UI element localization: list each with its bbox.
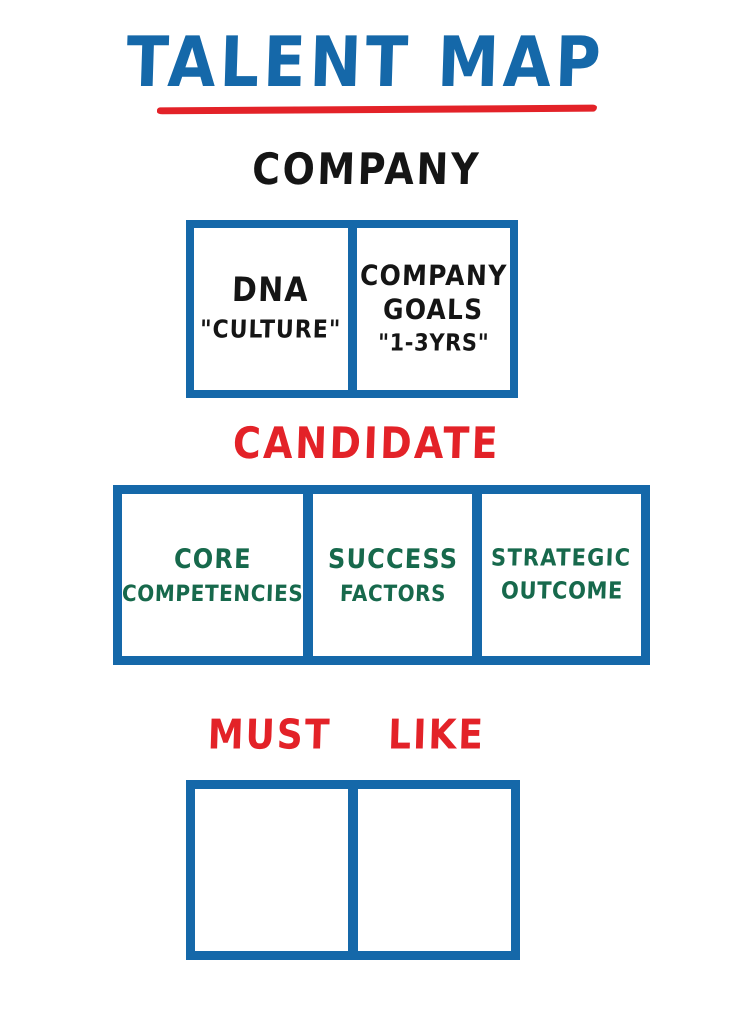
like-cell[interactable] xyxy=(358,789,511,951)
company-cell-dna[interactable]: DNA "CULTURE" xyxy=(194,228,348,390)
candidate-cell-success-factors[interactable]: SUCCESS FACTORS xyxy=(313,494,473,656)
candidate-cell-core-competencies-line1: CORE xyxy=(173,543,253,575)
section-header-company: COMPANY xyxy=(251,143,482,195)
must-like-grid xyxy=(186,780,520,960)
company-grid: DNA "CULTURE" COMPANY GOALS "1-3YRS" xyxy=(186,220,518,398)
company-cell-goals-line2: GOALS xyxy=(382,293,484,326)
section-header-candidate: CANDIDATE xyxy=(232,417,501,469)
page-title-block: TALENT MAP xyxy=(0,21,733,115)
candidate-cell-success-factors-line1: SUCCESS xyxy=(327,543,459,575)
company-cell-dna-line1: DNA xyxy=(231,270,310,310)
label-must: MUST xyxy=(207,712,332,759)
page-title: TALENT MAP xyxy=(125,21,606,104)
company-cell-goals[interactable]: COMPANY GOALS "1-3YRS" xyxy=(356,228,510,390)
candidate-cell-core-competencies[interactable]: CORE COMPETENCIES xyxy=(121,494,304,656)
candidate-cell-strategic-outcome[interactable]: STRATEGIC OUTCOME xyxy=(482,494,641,656)
company-cell-goals-line1: COMPANY xyxy=(359,259,508,292)
company-cell-dna-line2: "CULTURE" xyxy=(199,316,342,345)
company-cell-goals-line3: "1-3YRS" xyxy=(377,329,490,357)
candidate-cell-strategic-outcome-line2: OUTCOME xyxy=(500,576,623,604)
candidate-grid: CORE COMPETENCIES SUCCESS FACTORS STRATE… xyxy=(113,485,650,665)
title-underline-accent xyxy=(156,104,598,115)
candidate-cell-strategic-outcome-line1: STRATEGIC xyxy=(491,544,633,572)
candidate-cell-core-competencies-line2: COMPETENCIES xyxy=(121,579,304,607)
must-cell[interactable] xyxy=(195,789,348,951)
candidate-cell-success-factors-line2: FACTORS xyxy=(339,579,447,607)
label-like: LIKE xyxy=(387,712,486,759)
must-like-labels: MUST LIKE xyxy=(186,712,520,759)
